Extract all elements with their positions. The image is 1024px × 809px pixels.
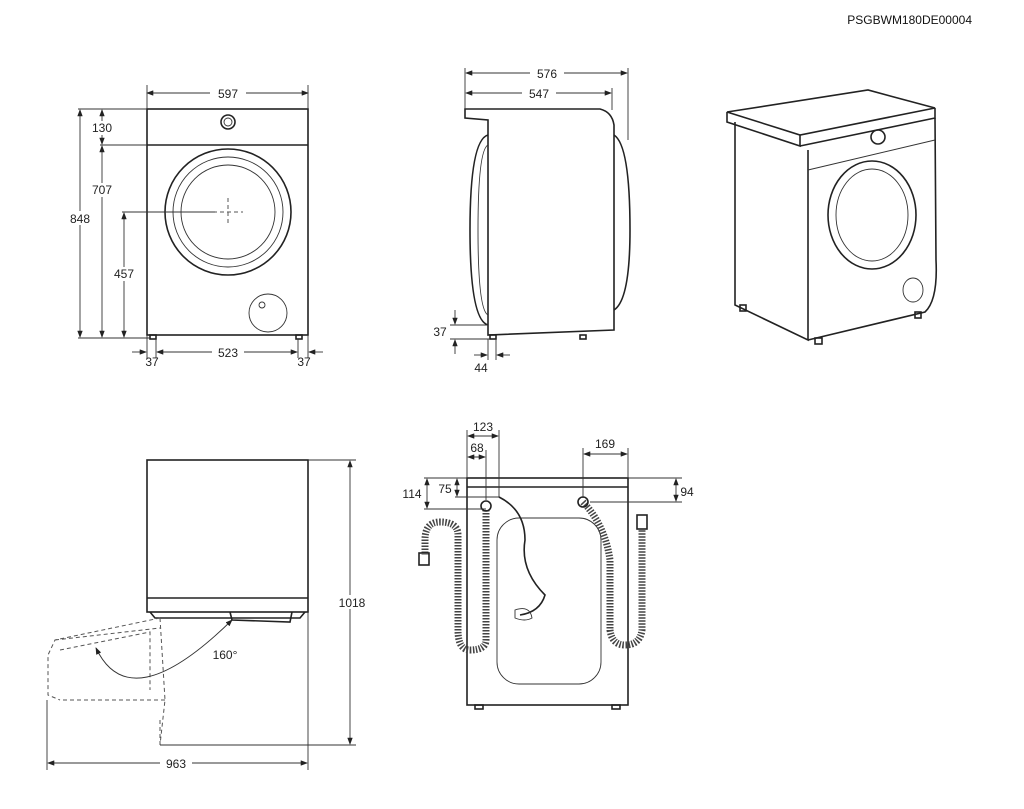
front-view: 597 848 130 707 457 37 523 37 [62,85,323,369]
top-view: 160° 1018 963 [46,459,370,771]
right-hose-height-label: 94 [680,485,694,499]
door-angle-label: 160° [213,648,238,662]
drain-height-label: 114 [402,487,421,501]
inlet-offset-label: 123 [473,420,493,434]
side-view: 576 547 37 44 [433,66,631,375]
rear-view: 123 68 114 75 169 94 [402,420,694,710]
top-panel-label: 130 [92,121,112,135]
depth-body-label: 547 [529,87,549,101]
foot-height-label: 37 [433,325,447,339]
inlet-height-label: 75 [438,482,452,496]
foot-right-label: 37 [297,355,311,369]
document-code: PSGBWM180DE00004 [847,13,972,27]
depth-total-label: 576 [537,67,557,81]
front-width-label: 597 [218,87,238,101]
depth-door-open-label: 1018 [339,596,366,610]
door-center-label: 457 [114,267,134,281]
foot-offset-label: 44 [474,361,488,375]
drain-offset-label: 68 [470,441,484,455]
foot-span-label: 523 [218,346,238,360]
front-height-label: 848 [70,212,90,226]
perspective-view [726,89,938,345]
below-panel-label: 707 [92,183,112,197]
foot-left-label: 37 [145,355,159,369]
right-hose-offset-label: 169 [595,437,615,451]
width-door-open-label: 963 [166,757,186,771]
